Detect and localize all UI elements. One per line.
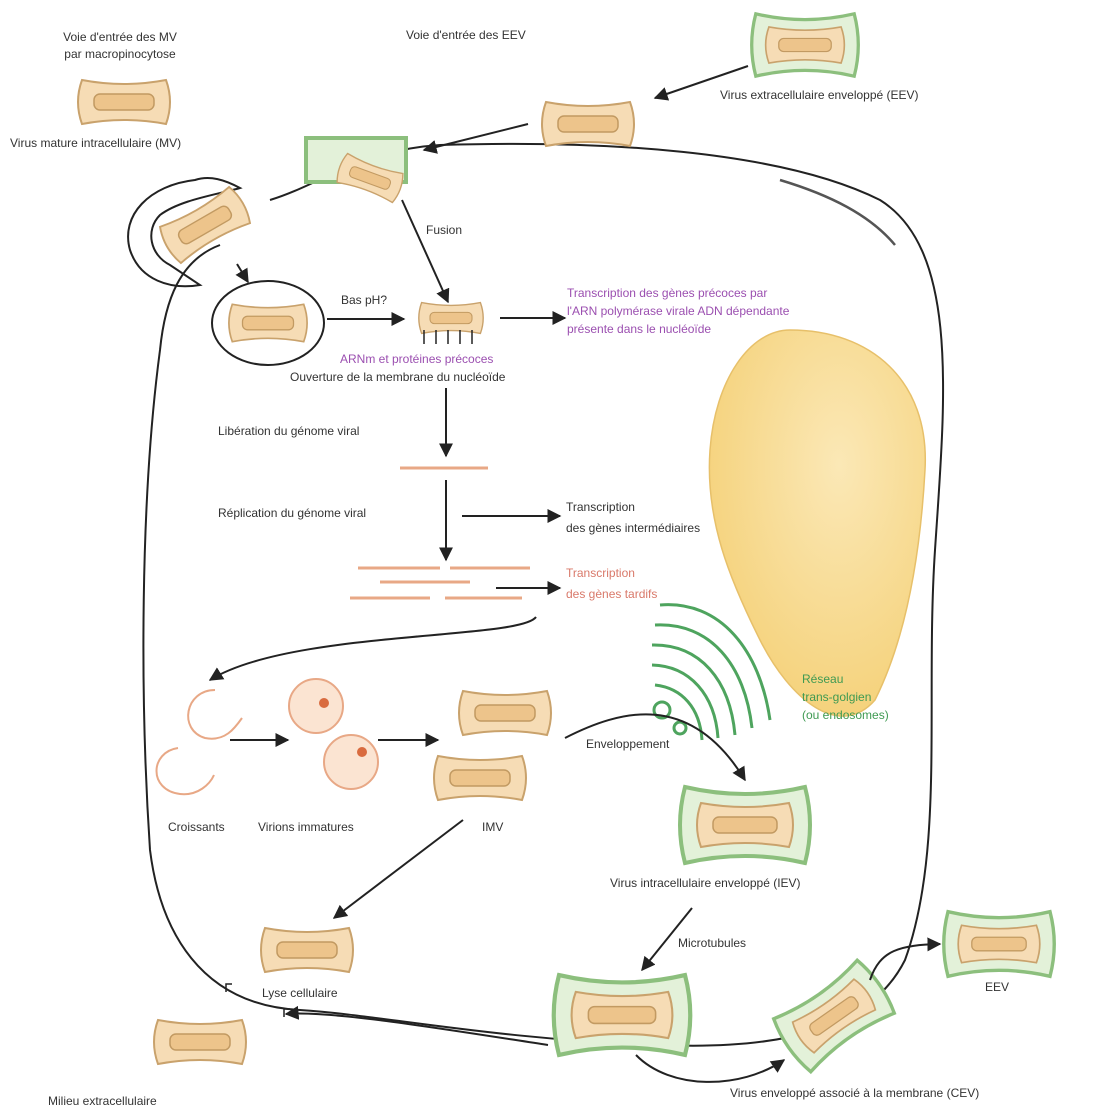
core-cytoplasm (418, 301, 484, 335)
lysis-virion (260, 927, 354, 973)
label-lysis: Lyse cellulaire (262, 986, 338, 1000)
label-nucleoid-opening: Ouverture de la membrane du nucléoïde (290, 370, 506, 384)
eev-virion-exit (942, 910, 1056, 978)
label-early-transcription-2: l'ARN polymérase virale ADN dépendante (567, 304, 790, 318)
golgi-network (651, 603, 772, 741)
label-golgi-1: Réseau (802, 672, 844, 686)
label-late-1: Transcription (566, 566, 635, 580)
label-golgi-2: trans-golgien (802, 690, 872, 704)
label-golgi-3: (ou endosomes) (802, 708, 889, 722)
label-intermediate-1: Transcription (566, 500, 635, 514)
label-entry-eev: Voie d'entrée des EEV (406, 28, 526, 42)
membrane-fold (779, 178, 896, 246)
immature-virions (288, 678, 379, 790)
label-early-transcription-3: présente dans le nucléoïde (567, 322, 712, 336)
label-genome-replication: Réplication du génome viral (218, 506, 367, 520)
eev-virion-approach (541, 101, 635, 147)
label-intracell-env: Virus intracellulaire enveloppé (IEV) (610, 876, 801, 890)
label-low-ph: Bas pH? (341, 293, 388, 307)
macropinocytosis-cup (127, 177, 243, 288)
label-intermediate-2: des gènes intermédiaires (566, 521, 701, 535)
nucleus (708, 329, 926, 717)
label-entry-mv-2: par macropinocytose (64, 47, 176, 61)
mv-virion-entry (77, 79, 171, 125)
label-eev: EEV (985, 980, 1010, 994)
label-immature: Virions immatures (258, 820, 354, 834)
label-early-transcription-1: Transcription des gènes précoces par (567, 286, 768, 300)
label-crescents: Croissants (168, 820, 225, 834)
virion-in-vesicle (228, 303, 308, 343)
imv-virion-1 (458, 690, 552, 736)
early-protein-ticks (423, 330, 473, 344)
label-mature-intracell: Virus mature intracellulaire (MV) (10, 136, 182, 150)
iev-virion (678, 785, 812, 865)
label-genome-release: Libération du génome viral (218, 424, 360, 438)
imv-virion-2 (433, 755, 527, 801)
label-envelopment: Enveloppement (586, 737, 670, 751)
viral-dna (350, 466, 530, 600)
extracellular-virion (153, 1019, 247, 1065)
label-fusion: Fusion (426, 223, 463, 237)
lysis-bracket-2 (283, 1008, 290, 1017)
label-extracell-env: Virus extracellulaire enveloppé (EEV) (720, 88, 919, 102)
arrows (208, 65, 942, 1083)
label-late-2: des gènes tardifs (566, 587, 658, 601)
crescents (155, 689, 243, 796)
macropinosome (211, 280, 325, 366)
label-entry-mv-1: Voie d'entrée des MV (63, 30, 177, 44)
cev-virion-2 (768, 956, 900, 1076)
label-cev: Virus enveloppé associé à la membrane (C… (730, 1086, 980, 1100)
eev-virion-top (750, 12, 860, 78)
label-imv: IMV (482, 820, 504, 834)
label-extracell-medium: Milieu extracellulaire (48, 1094, 157, 1108)
label-microtubules: Microtubules (678, 936, 747, 950)
lysis-bracket (225, 983, 232, 992)
label-mrna-early: ARNm et protéines précoces (340, 352, 494, 366)
cev-virion-1 (554, 975, 691, 1055)
